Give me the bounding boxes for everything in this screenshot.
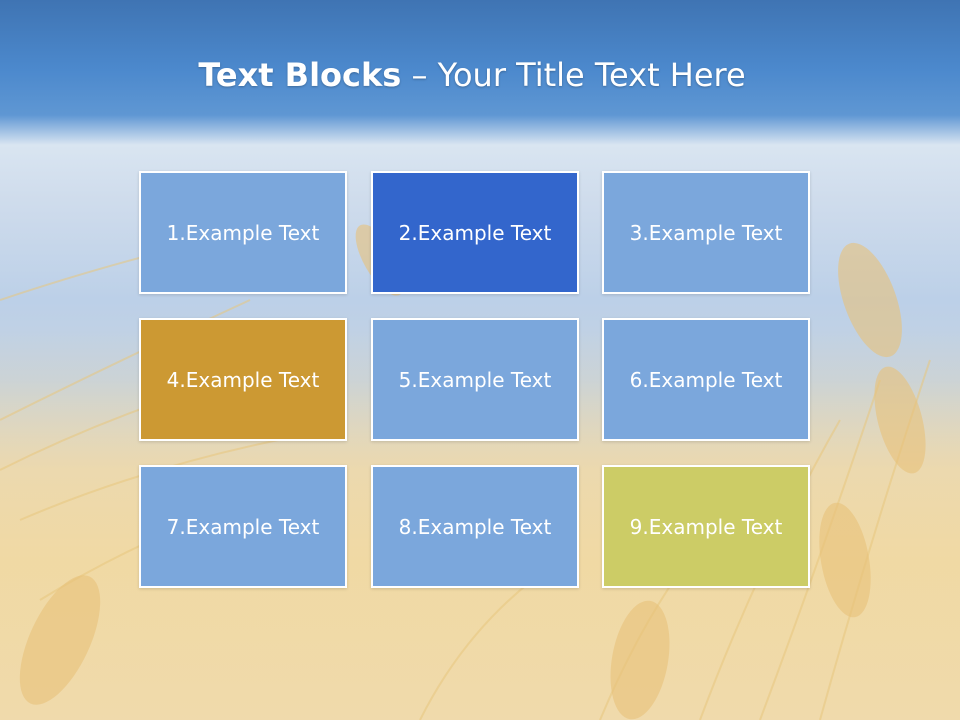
text-block-label: 1.Example Text (166, 220, 320, 245)
text-block-label: 2.Example Text (398, 220, 552, 245)
text-block-3: 3.Example Text (602, 171, 810, 294)
text-block-8: 8.Example Text (371, 465, 579, 588)
text-block-5: 5.Example Text (371, 318, 579, 441)
text-block-1: 1.Example Text (139, 171, 347, 294)
text-block-label: 7.Example Text (166, 514, 320, 539)
text-block-label: 5.Example Text (398, 367, 552, 392)
title-bold-part: Text Blocks (198, 56, 402, 94)
text-block-6: 6.Example Text (602, 318, 810, 441)
title-text: Your Title Text Here (437, 56, 746, 94)
text-block-label: 6.Example Text (629, 367, 783, 392)
text-block-9: 9.Example Text (602, 465, 810, 588)
text-block-label: 8.Example Text (398, 514, 552, 539)
text-block-7: 7.Example Text (139, 465, 347, 588)
text-block-4: 4.Example Text (139, 318, 347, 441)
text-block-label: 4.Example Text (166, 367, 320, 392)
text-block-label: 9.Example Text (629, 514, 783, 539)
text-block-2: 2.Example Text (371, 171, 579, 294)
slide-title: Text Blocks – Your Title Text Here (0, 52, 944, 98)
title-separator: – (401, 56, 438, 94)
text-block-label: 3.Example Text (629, 220, 783, 245)
